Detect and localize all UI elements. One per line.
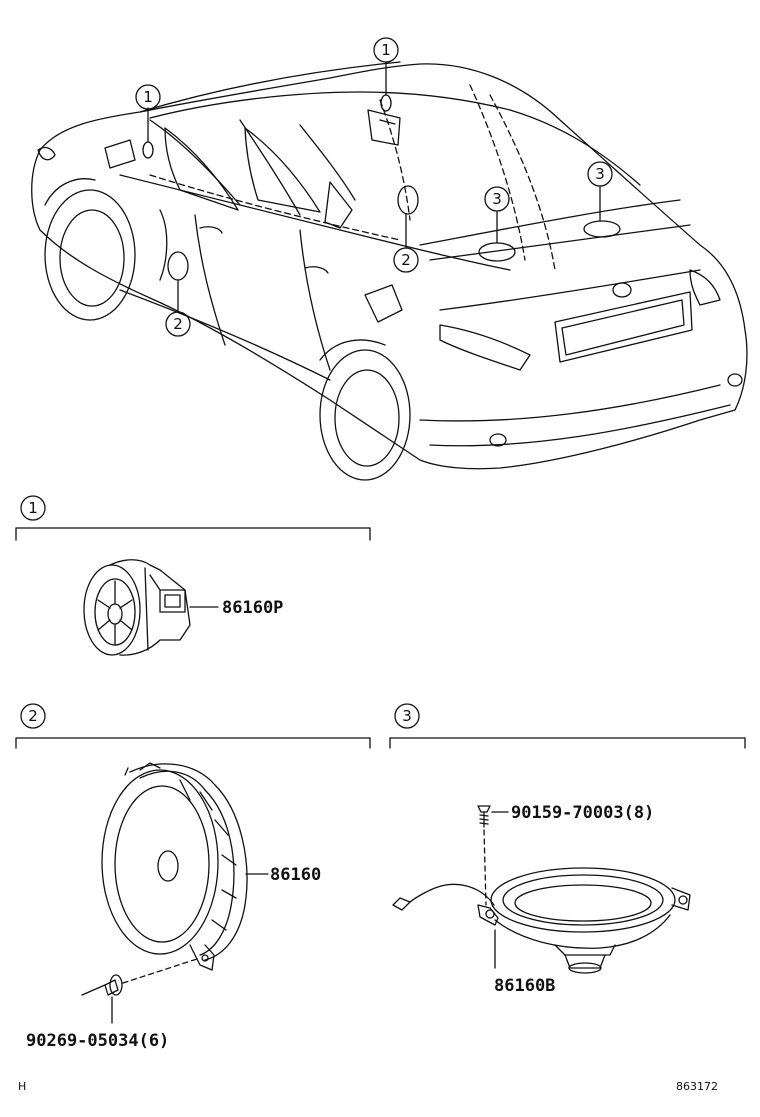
group-1-number: 1 bbox=[28, 499, 38, 517]
footer-left-code: H bbox=[18, 1080, 26, 1093]
callout-3-left bbox=[484, 186, 510, 212]
car-illustration bbox=[31, 61, 748, 481]
callout-label-3-right: 3 bbox=[595, 165, 605, 183]
callout-label-1-top: 1 bbox=[381, 41, 391, 59]
callout-label-1-left: 1 bbox=[143, 88, 153, 106]
group-3-marker bbox=[394, 703, 420, 729]
rear-shelf-screw-drawing bbox=[477, 805, 491, 828]
callout-1-left bbox=[135, 84, 161, 110]
rear-shelf-speaker-drawing bbox=[392, 867, 691, 974]
part-number-front-door-speaker[interactable]: 86160 bbox=[270, 865, 321, 885]
part-number-front-door-screw[interactable]: 90269-05034(6) bbox=[26, 1031, 169, 1051]
part-number-rear-shelf-screw[interactable]: 90159-70003(8) bbox=[511, 803, 654, 823]
group-2-bracket bbox=[15, 737, 371, 749]
part-number-rear-shelf-speaker[interactable]: 86160B bbox=[494, 976, 555, 996]
group-1-marker bbox=[20, 495, 46, 521]
callout-label-3-left: 3 bbox=[492, 190, 502, 208]
callout-label-2-rear: 2 bbox=[401, 251, 411, 269]
tweeter-drawing bbox=[83, 559, 191, 656]
callout-3-right bbox=[587, 161, 613, 187]
callout-1-top bbox=[373, 37, 399, 63]
group-2-marker bbox=[20, 703, 46, 729]
callout-2-rear bbox=[393, 247, 419, 273]
group-3-bracket bbox=[389, 737, 746, 749]
front-door-screw-drawing bbox=[81, 974, 123, 996]
part-number-tweeter[interactable]: 86160P bbox=[222, 598, 283, 618]
group-3-number: 3 bbox=[402, 707, 412, 725]
group-2-number: 2 bbox=[28, 707, 38, 725]
group-1-bracket bbox=[15, 527, 371, 541]
callout-2-front bbox=[165, 311, 191, 337]
front-door-speaker-drawing bbox=[101, 762, 248, 971]
callout-label-2-front: 2 bbox=[173, 315, 183, 333]
illustration-number: 863172 bbox=[676, 1080, 718, 1093]
